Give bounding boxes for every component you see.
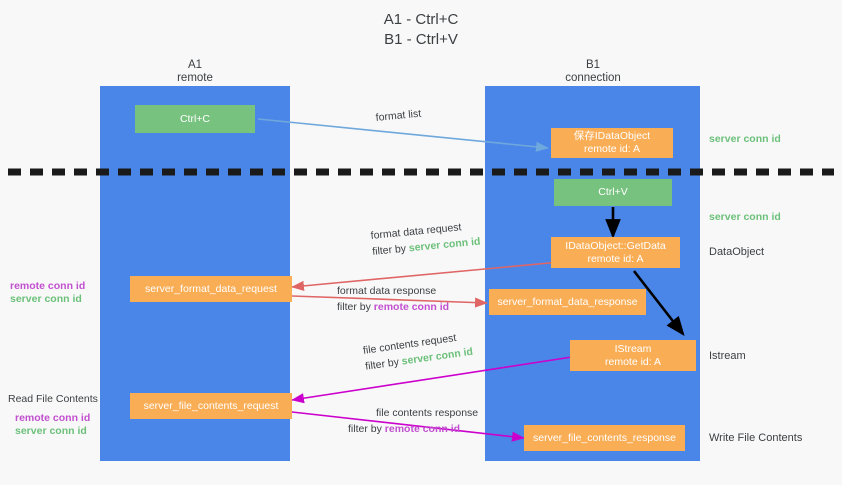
edge-label-format-data-request-filter-value: server conn id <box>408 235 481 255</box>
column-header-a1-name: A1 <box>187 59 203 71</box>
edge-label-format-data-response-filter-value: remote conn id <box>373 301 450 313</box>
page-title: A1 - Ctrl+C B1 - Ctrl+V <box>383 11 459 48</box>
edge-label-file-contents-response-filter-value: remote conn id <box>384 423 461 435</box>
box-save-idataobject[interactable]: 保存IDataObject remote id: A <box>551 128 673 158</box>
edge-label-file-contents-response-filter-prefix: filter by <box>348 423 385 435</box>
edge-label-format-data-request-filter-prefix: filter by <box>371 242 410 258</box>
right-label-write-file-contents: Write File Contents <box>709 432 803 444</box>
edge-label-format-data-response-filter-prefix: filter by <box>337 301 374 313</box>
box-ctrl-v[interactable]: Ctrl+V <box>554 179 672 206</box>
edge-label-format-list: format list <box>375 107 422 124</box>
left-label-format-server-conn-id: server conn id <box>10 293 82 305</box>
box-idataobject-getdata[interactable]: IDataObject::GetData remote id: A <box>551 237 680 268</box>
edge-label-file-contents-response: file contents response filter by remote … <box>348 405 478 437</box>
column-header-b1: B1 connection <box>493 59 693 85</box>
box-server-file-contents-response[interactable]: server_file_contents_response <box>524 425 685 451</box>
edge-label-file-contents-response-text: file contents response <box>376 407 479 419</box>
left-label-read-file-contents: Read File Contents <box>8 393 98 405</box>
edge-label-file-contents-request: file contents request filter by server c… <box>362 328 474 375</box>
column-header-a1-role: remote <box>177 72 213 84</box>
box-istream[interactable]: IStream remote id: A <box>570 340 696 371</box>
left-label-file-remote-conn-id: remote conn id <box>15 412 91 424</box>
right-label-istream: Istream <box>709 350 746 362</box>
right-label-dataobject: DataObject <box>709 246 765 258</box>
edge-label-format-data-request: format data request filter by server con… <box>370 218 481 260</box>
left-label-file-server-conn-id: server conn id <box>15 425 87 437</box>
column-header-a1: A1 remote <box>95 59 295 85</box>
right-label-server-conn-id-top: server conn id <box>709 133 781 145</box>
left-label-format-remote-conn-id: remote conn id <box>10 280 86 292</box>
box-ctrl-c[interactable]: Ctrl+C <box>135 105 255 133</box>
edge-label-format-data-response-text: format data response <box>337 285 437 297</box>
box-server-file-contents-request[interactable]: server_file_contents_request <box>130 393 292 419</box>
column-header-b1-role: connection <box>565 72 621 84</box>
edge-label-format-data-response: format data response filter by remote co… <box>337 283 449 315</box>
column-header-b1-name: B1 <box>585 59 601 71</box>
right-label-server-conn-id-mid: server conn id <box>709 211 781 223</box>
box-server-format-data-response[interactable]: server_format_data_response <box>489 289 646 315</box>
box-server-format-data-request[interactable]: server_format_data_request <box>130 276 292 302</box>
edge-label-file-contents-request-filter-prefix: filter by <box>364 355 403 373</box>
